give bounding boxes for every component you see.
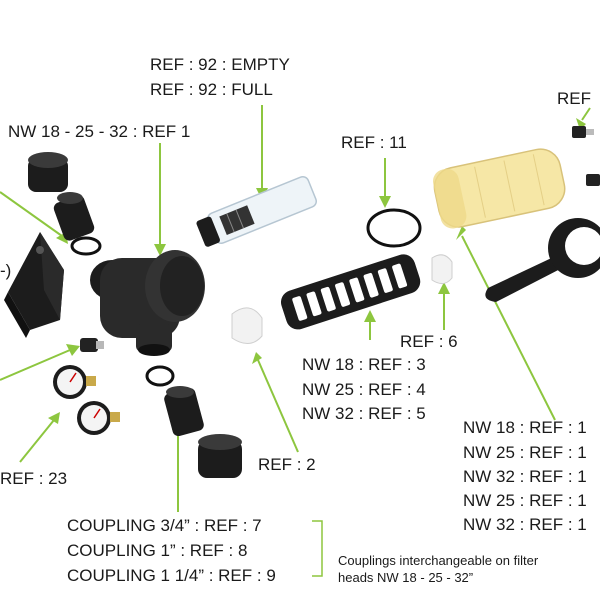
mesh-cartridge-icon (280, 254, 421, 330)
filter-head-icon (90, 250, 205, 356)
labels: REF : 92 : EMPTY REF : 92 : FULL REF NW … (0, 55, 591, 585)
union-nut-bottom-icon (198, 434, 242, 478)
filter-bowl-icon (432, 148, 566, 229)
label-bracket-partial: -) (0, 261, 11, 280)
label-ref-top-right: REF (557, 89, 591, 108)
label-ref-92-full: REF : 92 : FULL (150, 80, 273, 99)
label-ref-23: REF : 23 (0, 469, 67, 488)
wall-bracket-icon (4, 232, 64, 338)
cartridge-92-icon (196, 175, 318, 247)
o-ring-bottom-icon (145, 365, 175, 387)
pressure-gauge-2-icon (77, 401, 120, 435)
label-coupling-114: COUPLING 1 1/4” : REF : 9 (67, 566, 276, 585)
label-bowl-nw32b: NW 32 : REF : 1 (463, 515, 587, 534)
label-coupling-1: COUPLING 1” : REF : 8 (67, 541, 247, 560)
label-bowl-nw25a: NW 25 : REF : 1 (463, 443, 587, 462)
label-bowl-nw18: NW 18 : REF : 1 (463, 418, 587, 437)
label-cartridge-nw25: NW 25 : REF : 4 (302, 380, 426, 399)
label-bowl-nw32a: NW 32 : REF : 1 (463, 467, 587, 486)
label-ref-6: REF : 6 (400, 332, 458, 351)
note-line-2: heads NW 18 - 25 - 32” (338, 570, 473, 585)
label-ref-11: REF : 11 (341, 133, 407, 152)
plug-icon (80, 338, 104, 352)
seal-6-icon (431, 254, 453, 284)
label-ref-92-empty: REF : 92 : EMPTY (150, 55, 290, 74)
label-nw-head: NW 18 - 25 - 32 : REF 1 (8, 122, 190, 141)
seal-white-icon (231, 307, 263, 344)
label-cartridge-nw32: NW 32 : REF : 5 (302, 404, 426, 423)
o-ring-11-icon (366, 208, 422, 248)
vent-screw-icon (572, 126, 600, 186)
pressure-gauge-1-icon (53, 365, 96, 399)
note-line-1: Couplings interchangeable on filter (338, 553, 539, 568)
label-cartridge-nw18: NW 18 : REF : 3 (302, 355, 426, 374)
coupling-top-icon (53, 192, 95, 241)
coupling-bottom-icon (164, 386, 204, 437)
label-bowl-nw25b: NW 25 : REF : 1 (463, 491, 587, 510)
label-coupling-34: COUPLING 3/4” : REF : 7 (67, 516, 262, 535)
o-ring-left-icon (70, 236, 102, 256)
label-ref-2: REF : 2 (258, 455, 316, 474)
spanner-icon (485, 218, 600, 302)
union-nut-top-icon (28, 152, 68, 192)
